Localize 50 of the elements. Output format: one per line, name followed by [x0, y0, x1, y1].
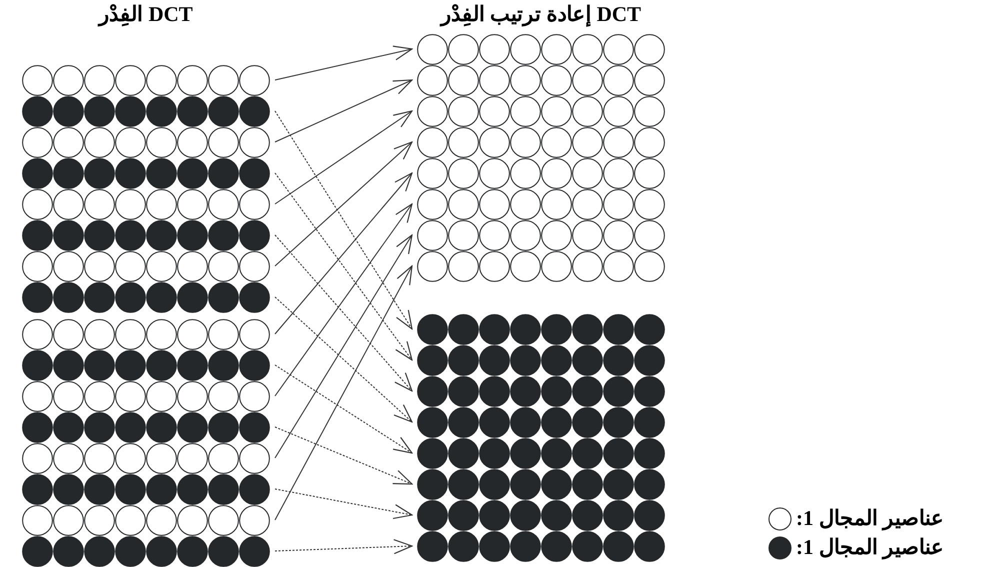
arrow	[274, 296, 413, 423]
circle-row	[22, 126, 270, 158]
circle-row	[417, 64, 665, 96]
circle-row	[417, 314, 665, 344]
arrow	[274, 364, 413, 454]
legend-text: عناصير المجال 1:	[796, 535, 944, 560]
circle-row	[22, 96, 270, 126]
circle-row	[417, 344, 665, 376]
arrow	[274, 265, 413, 520]
arrow	[274, 426, 413, 485]
arrow	[274, 110, 413, 204]
arrow	[274, 203, 413, 396]
arrow	[274, 234, 413, 458]
circle-row	[417, 468, 665, 500]
legend-text: عناصير المجال 1:	[796, 506, 944, 531]
circle-row	[417, 220, 665, 250]
circle-row	[22, 350, 270, 380]
circle-row	[22, 220, 270, 250]
circle-row	[417, 376, 665, 406]
circle-row	[417, 96, 665, 126]
circle-row	[417, 438, 665, 468]
arrow	[274, 110, 413, 330]
block-title: الفِدْر DCT	[99, 2, 193, 27]
arrow	[274, 488, 413, 520]
circle-row	[22, 536, 270, 566]
block-title: إعادة ترتيب الفِدْر DCT	[440, 2, 642, 27]
circle-row	[417, 126, 665, 158]
circle-row	[417, 406, 665, 438]
circle-row	[22, 412, 270, 442]
circle-row	[417, 250, 665, 282]
circle-row	[417, 500, 665, 530]
circle-row	[22, 188, 270, 220]
arrow	[274, 234, 413, 392]
circle-row	[22, 442, 270, 474]
circle-row	[22, 318, 270, 350]
arrow	[274, 46, 413, 80]
circle-row	[417, 530, 665, 562]
circle-row	[417, 158, 665, 188]
circle-row	[417, 34, 665, 64]
circle-row	[22, 504, 270, 536]
circle-row	[22, 158, 270, 188]
circle-row	[22, 250, 270, 282]
arrow	[274, 141, 413, 266]
circle-row	[22, 380, 270, 412]
circle-row	[22, 64, 270, 96]
circle-row	[22, 282, 270, 312]
circle-row	[417, 188, 665, 220]
circle-row	[22, 474, 270, 504]
arrow	[274, 79, 413, 142]
arrow	[274, 539, 413, 554]
